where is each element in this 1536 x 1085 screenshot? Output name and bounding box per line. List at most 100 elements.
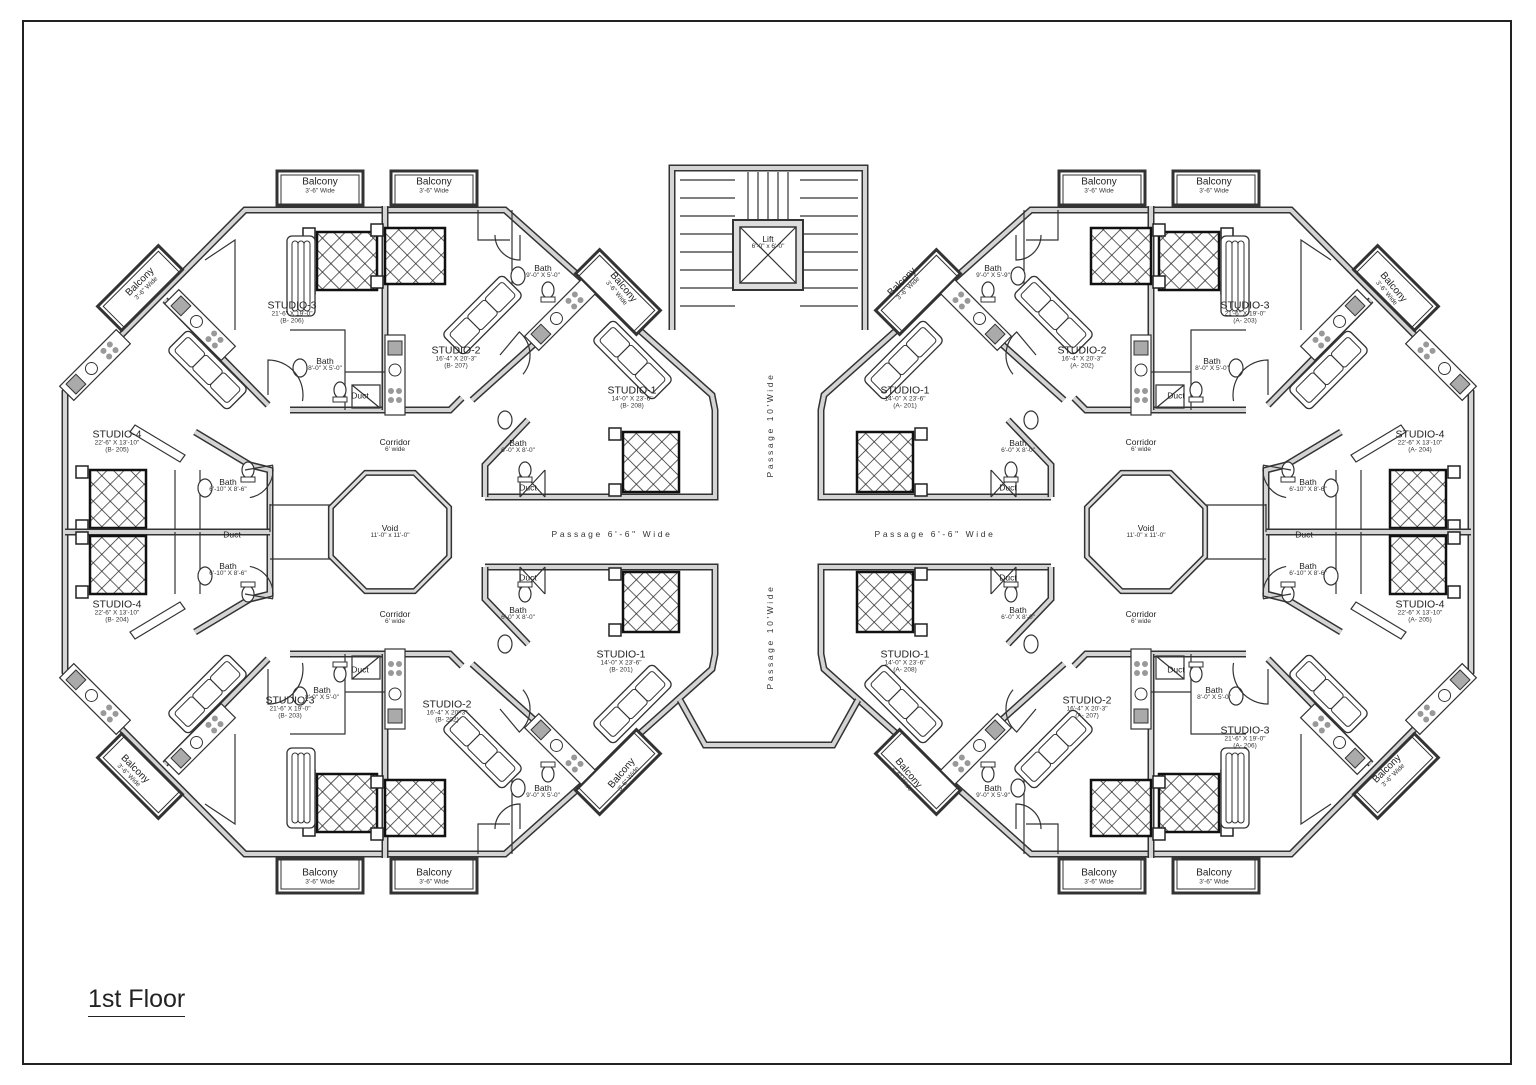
- wash-basin-icon: [497, 634, 513, 654]
- sink-bowl-icon: [1134, 363, 1148, 377]
- stove-burner-icon: [106, 353, 113, 360]
- sink-bowl-icon: [1333, 736, 1347, 750]
- wash-basin-icon: [1228, 358, 1244, 378]
- stove-burner-icon: [1417, 347, 1424, 354]
- duct-name: Duct: [1167, 390, 1185, 401]
- wash-basin-icon: [1010, 778, 1026, 798]
- nightstand-icon: [1447, 465, 1461, 479]
- sink-bowl-icon: [1438, 362, 1452, 376]
- corridor-wall-fill: [1072, 652, 1246, 668]
- sink-icon: [1449, 373, 1471, 395]
- toilet-icon: [541, 281, 555, 299]
- duct-name: Duct: [519, 482, 537, 493]
- stove-burner-icon: [1142, 397, 1148, 403]
- sink-icon: [984, 719, 1006, 741]
- stove-burner-icon: [1134, 397, 1140, 403]
- sink-icon: [984, 323, 1006, 345]
- corridor-wall-fill: [290, 652, 464, 668]
- bed-icon: [1388, 468, 1448, 530]
- duct-label: Duct: [519, 573, 536, 583]
- kitchen-counter: [58, 328, 132, 402]
- balcony: [1351, 731, 1441, 821]
- studio-size: 22'-6" X 13'-10": [94, 609, 140, 617]
- duct-cross: [519, 566, 546, 595]
- balcony-inner: [394, 174, 474, 206]
- balcony: [1351, 243, 1441, 333]
- studio-code: (A- 207): [1075, 712, 1099, 720]
- sink-icon: [1449, 669, 1471, 691]
- sink-bowl-icon: [549, 738, 563, 752]
- bed-icon: [1157, 230, 1221, 292]
- stove-burner-icon: [571, 291, 578, 298]
- nightstand-icon: [370, 775, 384, 789]
- corridor-width: 6' wide: [1130, 618, 1152, 626]
- duct-label: Duct: [999, 573, 1016, 583]
- studio-name: STUDIO-2: [1057, 344, 1107, 357]
- studio-name: STUDIO-2: [422, 698, 472, 711]
- wash-basin-icon: [197, 478, 213, 498]
- stove-burner-icon: [217, 721, 224, 728]
- nightstand-icon: [1152, 275, 1166, 289]
- bath-fixture-lines: [1335, 532, 1362, 594]
- balcony: [95, 243, 185, 333]
- stove-burner-icon: [106, 716, 113, 723]
- studio-code: (A- 205): [1408, 616, 1432, 624]
- kitchen-counter: [1404, 662, 1478, 736]
- balcony-width: 3'-6" Wide: [1084, 186, 1114, 194]
- stove-burner-icon: [571, 766, 578, 773]
- balcony-name: Balcony: [302, 867, 338, 879]
- sofa-cushion: [485, 282, 516, 313]
- wardrobe: [204, 238, 236, 330]
- counter: [523, 278, 597, 352]
- stove-burner-icon: [211, 330, 218, 337]
- counter: [58, 662, 132, 736]
- wash-basin-icon: [510, 266, 526, 286]
- stove-burner-icon: [1134, 670, 1140, 676]
- nightstand-icon: [914, 483, 928, 497]
- toilet-icon: [1189, 381, 1203, 399]
- balcony-width: 3'-6" Wide: [1084, 877, 1114, 885]
- balcony: [573, 727, 663, 817]
- stove-burner-icon: [952, 760, 959, 767]
- floor-quadrant: [58, 504, 719, 895]
- lift-cross: [739, 226, 797, 284]
- stove-burner-icon: [211, 342, 218, 349]
- stove-burner-icon: [100, 710, 107, 717]
- bath-name: Bath: [316, 356, 334, 367]
- nightstand-icon: [370, 275, 384, 289]
- stove-burner-icon: [1324, 336, 1331, 343]
- bath-size: 6'-0" X 8'-0": [1001, 614, 1035, 622]
- sofa-frame: [864, 664, 943, 744]
- corridor-width: 6' wide: [384, 446, 406, 454]
- studio-name: STUDIO-1: [880, 384, 930, 397]
- wash-basin-icon: [1023, 634, 1039, 654]
- balcony-rail: [1171, 169, 1261, 207]
- balcony-inner: [1062, 174, 1142, 206]
- stove-burner-icon: [396, 388, 402, 394]
- stove-burner-icon: [396, 397, 402, 403]
- stove-burner-icon: [1429, 710, 1436, 717]
- sofa-cushion: [210, 661, 241, 692]
- toilet-tank: [980, 296, 996, 303]
- sofa-cushion: [1020, 751, 1051, 782]
- stove-burner-icon: [577, 297, 584, 304]
- stove-burner-icon: [1429, 347, 1436, 354]
- studio-name: STUDIO-4: [92, 598, 142, 611]
- counter: [58, 328, 132, 402]
- sofa-icon: [593, 664, 672, 744]
- studio-name: STUDIO-3: [265, 694, 315, 707]
- void-size: 11'-0" x 11'-0": [370, 532, 410, 540]
- corridor-name: Corridor: [1125, 609, 1157, 620]
- sofa-icon: [443, 709, 522, 789]
- void-name: Void: [381, 523, 399, 534]
- studio-size: 21'-6" X 19'-0": [271, 310, 313, 318]
- duct-cross: [351, 655, 381, 680]
- sofa-icon: [593, 320, 672, 400]
- stove-burner-icon: [211, 715, 218, 722]
- wash-basin-icon: [497, 410, 513, 430]
